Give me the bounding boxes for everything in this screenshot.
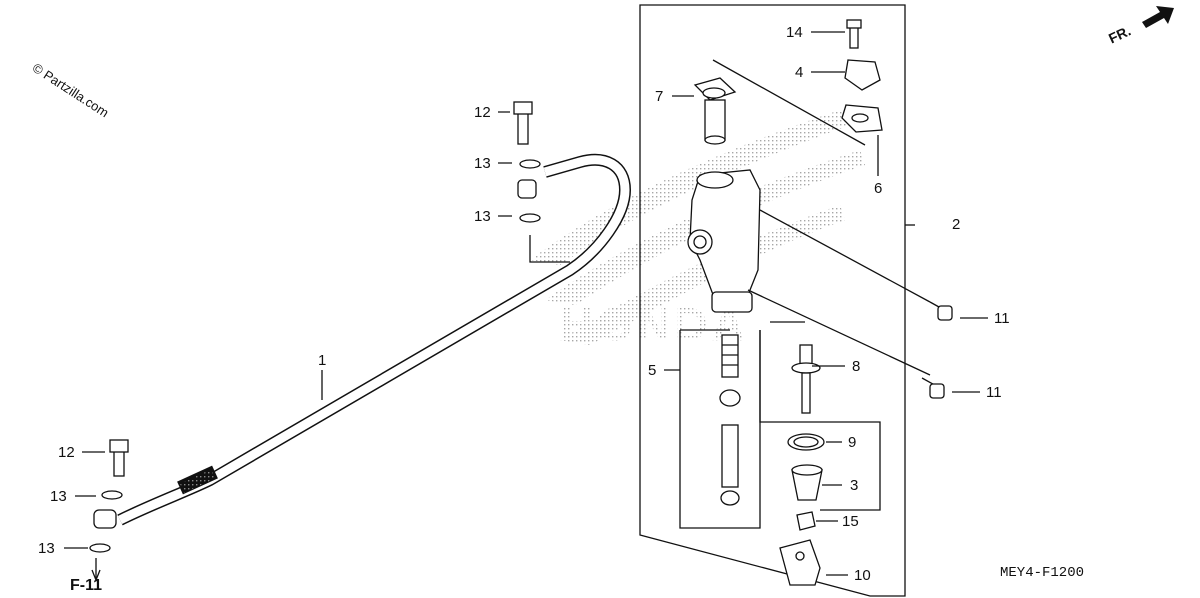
callout-11: 11: [986, 384, 1002, 401]
callout-3: 3: [850, 477, 859, 494]
callout-7: 7: [655, 88, 664, 105]
callout-13: 13: [474, 208, 491, 225]
section-reference: F-11: [70, 577, 103, 594]
part-9-circlip: [787, 433, 825, 451]
banjo-fitting-upper: [513, 101, 570, 263]
part-8-pushrod: [770, 321, 821, 414]
diagram-code: MEY4-F1200: [1000, 565, 1085, 581]
callout-6: 6: [874, 180, 883, 197]
assembly-bracket: [639, 4, 906, 597]
callout-11: 11: [994, 310, 1010, 327]
bolt-11-lower: [921, 377, 945, 399]
part-3-boot: [791, 464, 823, 501]
callout-9: 9: [848, 434, 857, 451]
callout-1: 1: [318, 352, 327, 369]
callout-10: 10: [854, 567, 871, 584]
part-10-clevis: [779, 539, 821, 586]
callout-5: 5: [648, 362, 657, 379]
bolt-11-upper: [929, 301, 953, 321]
callout-12: 12: [58, 444, 75, 461]
callout-15: 15: [842, 513, 859, 530]
callout-4: 4: [795, 64, 804, 81]
banjo-fitting-lower: [89, 439, 129, 582]
callout-8: 8: [852, 358, 861, 375]
master-cylinder-body: [687, 169, 761, 313]
pushrod-assembly: [679, 329, 761, 529]
callout-13: 13: [38, 540, 55, 557]
reservoir-cover: [841, 19, 883, 133]
callout-13: 13: [474, 155, 491, 172]
callout-12: 12: [474, 104, 491, 121]
callout-13: 13: [50, 488, 67, 505]
part-15-nut: [796, 511, 816, 531]
reservoir-joint: [693, 77, 737, 145]
callout-14: 14: [786, 24, 803, 41]
callout-2: 2: [952, 216, 961, 233]
